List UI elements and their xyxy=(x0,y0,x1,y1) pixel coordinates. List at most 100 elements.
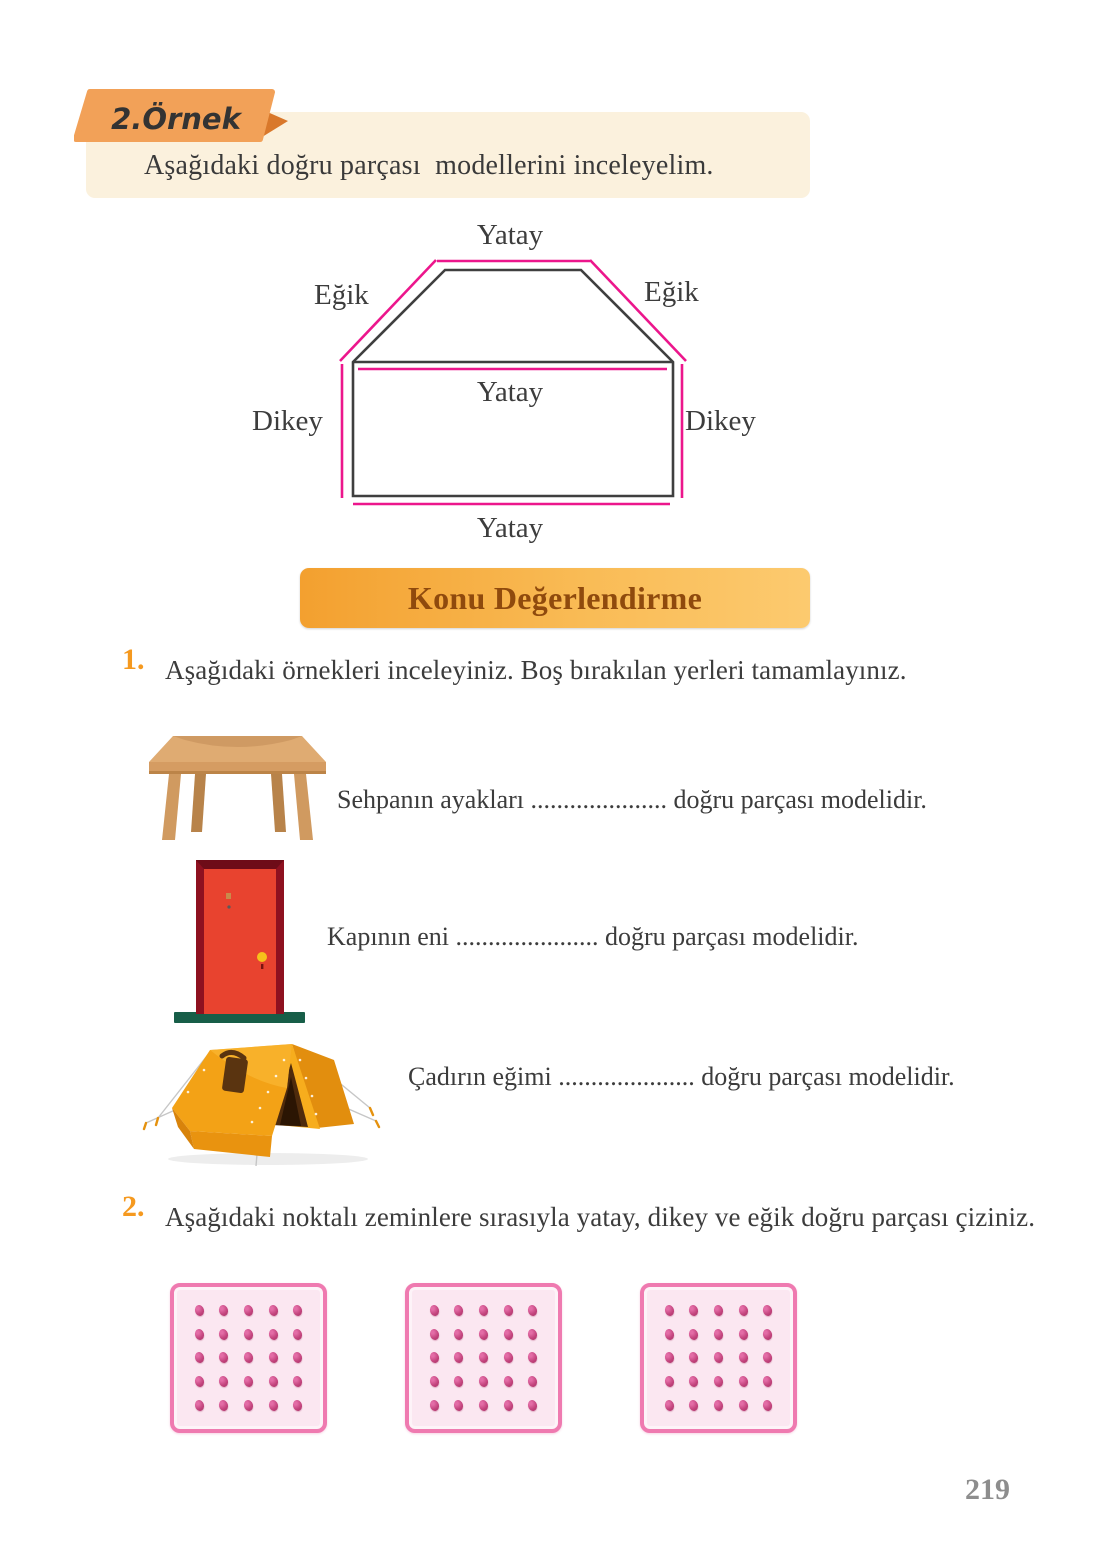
label-yatay-top: Yatay xyxy=(476,219,544,251)
grid-dot xyxy=(737,1398,749,1412)
grid-dot xyxy=(663,1351,675,1365)
grid-dot xyxy=(663,1375,675,1389)
label-egik-right: Eğik xyxy=(644,276,699,308)
grid-dot xyxy=(526,1304,539,1318)
grid-dot xyxy=(688,1304,700,1318)
dot-board xyxy=(405,1283,562,1433)
grid-dot xyxy=(267,1375,279,1389)
grid-dot xyxy=(453,1398,465,1412)
grid-dot xyxy=(526,1327,539,1341)
grid-dot xyxy=(502,1327,514,1341)
grid-dot xyxy=(712,1327,725,1341)
grid-dot xyxy=(688,1351,700,1365)
tab-body xyxy=(74,89,275,142)
label-yatay-bottom: Yatay xyxy=(476,512,544,544)
grid-dot xyxy=(526,1351,539,1365)
grid-dot xyxy=(193,1327,205,1341)
table-icon xyxy=(149,736,326,840)
grid-dot xyxy=(761,1304,774,1318)
grid-dot xyxy=(502,1375,514,1389)
grid-dot xyxy=(688,1398,700,1412)
door-icon xyxy=(174,860,305,1023)
grid-dot xyxy=(428,1351,440,1365)
grid-dot xyxy=(242,1398,255,1412)
example-intro-text: Aşağıdaki doğru parçası modellerini ince… xyxy=(144,150,714,181)
item3-sentence: Çadırın eğimi ..................... doğr… xyxy=(408,1062,955,1091)
grid-dot xyxy=(428,1327,440,1341)
dot-board xyxy=(640,1283,797,1433)
segment-figure-drawing xyxy=(339,259,687,506)
grid-dot xyxy=(663,1398,675,1412)
grid-dot xyxy=(193,1375,205,1389)
grid-dot xyxy=(193,1351,205,1365)
grid-dot xyxy=(267,1398,279,1412)
grid-dot xyxy=(242,1327,255,1341)
grid-dot xyxy=(502,1351,514,1365)
grid-dot xyxy=(267,1327,279,1341)
grid-dot xyxy=(291,1351,304,1365)
grid-dot xyxy=(737,1304,749,1318)
grid-dot xyxy=(526,1375,539,1389)
grid-dot xyxy=(453,1304,465,1318)
grid-dot xyxy=(477,1398,490,1412)
grid-dot xyxy=(663,1304,675,1318)
grid-dot xyxy=(477,1304,490,1318)
grid-dot xyxy=(267,1351,279,1365)
question1-text: Aşağıdaki örnekleri inceleyiniz. Boş bır… xyxy=(165,655,907,685)
grid-dot xyxy=(477,1351,490,1365)
example-tab-label: 2.Örnek xyxy=(111,102,241,136)
grid-dot xyxy=(193,1304,205,1318)
grid-dot xyxy=(761,1375,774,1389)
grid-dot xyxy=(291,1327,304,1341)
page-number: 219 xyxy=(965,1473,1010,1506)
grid-dot xyxy=(688,1327,700,1341)
grid-dot xyxy=(218,1351,230,1365)
grid-dot xyxy=(453,1375,465,1389)
topic-evaluation-banner: Konu Değerlendirme xyxy=(300,568,810,628)
label-yatay-middle: Yatay xyxy=(476,376,544,408)
label-dikey-right: Dikey xyxy=(685,405,756,437)
grid-dot xyxy=(712,1304,725,1318)
item2-sentence: Kapının eni ...................... doğru… xyxy=(327,922,859,951)
question2-text: Aşağıdaki noktalı zeminlere sırasıyla ya… xyxy=(165,1202,1036,1232)
grid-dot xyxy=(502,1398,514,1412)
grid-dot xyxy=(428,1304,440,1318)
grid-dot xyxy=(218,1398,230,1412)
grid-dot xyxy=(761,1398,774,1412)
grid-dot xyxy=(242,1304,255,1318)
question1-number: 1. xyxy=(122,643,145,676)
grid-dot xyxy=(242,1351,255,1365)
grid-dot xyxy=(477,1327,490,1341)
grid-dot xyxy=(688,1375,700,1389)
grid-dot xyxy=(242,1375,255,1389)
grid-dot xyxy=(737,1351,749,1365)
grid-dot xyxy=(712,1398,725,1412)
grid-dot xyxy=(193,1398,205,1412)
grid-dot xyxy=(737,1375,749,1389)
dot-boards-row xyxy=(170,1283,797,1433)
item1-sentence: Sehpanın ayakları ..................... … xyxy=(337,785,927,814)
banner-label: Konu Değerlendirme xyxy=(407,579,703,616)
grid-dot xyxy=(218,1304,230,1318)
grid-dot xyxy=(291,1398,304,1412)
grid-dot xyxy=(502,1304,514,1318)
grid-dot xyxy=(267,1304,279,1318)
grid-dot xyxy=(428,1398,440,1412)
grid-dot xyxy=(526,1398,539,1412)
grid-dot xyxy=(218,1375,230,1389)
grid-dot xyxy=(218,1327,230,1341)
grid-dot xyxy=(761,1351,774,1365)
grid-dot xyxy=(453,1327,465,1341)
accent-segments xyxy=(339,259,687,506)
grid-dot xyxy=(712,1351,725,1365)
label-egik-left: Eğik xyxy=(314,279,369,311)
tent-icon xyxy=(142,1044,381,1167)
grid-dot xyxy=(428,1375,440,1389)
grid-dot xyxy=(477,1375,490,1389)
example-tab-ribbon xyxy=(74,89,288,142)
segment-figure: Yatay Eğik Eğik Yatay Dikey Dikey Yatay xyxy=(230,215,790,560)
grid-dot xyxy=(712,1375,725,1389)
grid-dot xyxy=(291,1375,304,1389)
grid-dot xyxy=(761,1327,774,1341)
grid-dot xyxy=(663,1327,675,1341)
